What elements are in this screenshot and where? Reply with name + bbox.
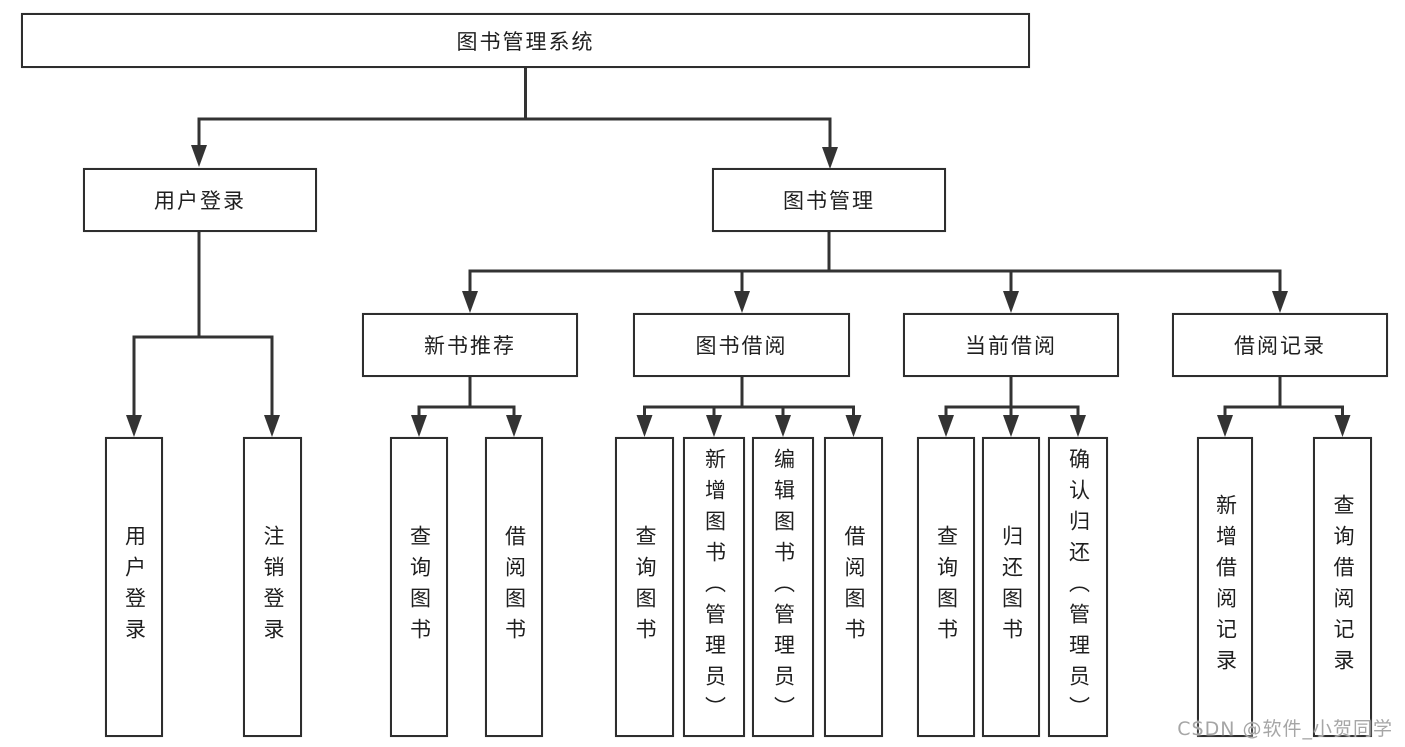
- node-current-borrow-label: 当前借阅: [965, 334, 1057, 358]
- node-root-label: 图书管理系统: [456, 29, 595, 54]
- node-query-books-b-label: 查询图书: [633, 525, 657, 649]
- node-logout: 注销登录: [243, 437, 302, 737]
- node-query-borrow-record-label: 查询借阅记录: [1331, 494, 1355, 680]
- node-root: 图书管理系统: [21, 13, 1030, 68]
- node-add-borrow-record-label: 新增借阅记录: [1213, 494, 1238, 680]
- node-book-management-label: 图书管理: [783, 189, 875, 213]
- node-user-login: 用户登录: [105, 437, 163, 737]
- node-book-borrow-label: 图书借阅: [695, 334, 788, 358]
- node-user-login-group-label: 用户登录: [154, 189, 246, 213]
- node-book-management: 图书管理: [712, 168, 946, 232]
- node-logout-label: 注销登录: [261, 525, 285, 649]
- node-new-book-recommend-label: 新书推荐: [424, 334, 516, 358]
- node-add-books-admin: 新增图书（管理员）: [683, 437, 745, 737]
- node-query-books-c: 查询图书: [917, 437, 975, 737]
- node-borrow-books-a: 借阅图书: [485, 437, 543, 737]
- node-query-books-a-label: 查询图书: [407, 525, 432, 649]
- node-book-borrow: 图书借阅: [633, 313, 850, 377]
- node-user-login-group: 用户登录: [83, 168, 317, 232]
- node-borrow-books-b-label: 借阅图书: [842, 525, 866, 649]
- node-add-borrow-record: 新增借阅记录: [1197, 437, 1253, 737]
- node-borrow-books-b: 借阅图书: [824, 437, 883, 737]
- node-edit-books-admin-label: 编辑图书（管理员）: [771, 447, 796, 727]
- node-return-books-label: 归还图书: [999, 525, 1024, 649]
- node-add-books-admin-label: 新增图书（管理员）: [702, 447, 727, 727]
- node-query-borrow-record: 查询借阅记录: [1313, 437, 1372, 737]
- node-borrow-books-a-label: 借阅图书: [502, 525, 527, 649]
- node-user-login-label: 用户登录: [122, 525, 147, 649]
- node-borrow-records: 借阅记录: [1172, 313, 1388, 377]
- node-query-books-b: 查询图书: [615, 437, 674, 737]
- node-borrow-records-label: 借阅记录: [1234, 334, 1326, 358]
- node-new-book-recommend: 新书推荐: [362, 313, 578, 377]
- node-current-borrow: 当前借阅: [903, 313, 1119, 377]
- node-query-books-a: 查询图书: [390, 437, 448, 737]
- node-confirm-return-admin-label: 确认归还（管理员）: [1066, 447, 1091, 727]
- node-query-books-c-label: 查询图书: [934, 525, 959, 649]
- node-return-books: 归还图书: [982, 437, 1040, 737]
- csdn-watermark: CSDN @软件_小贺同学: [1177, 718, 1393, 740]
- node-edit-books-admin: 编辑图书（管理员）: [752, 437, 814, 737]
- node-confirm-return-admin: 确认归还（管理员）: [1048, 437, 1108, 737]
